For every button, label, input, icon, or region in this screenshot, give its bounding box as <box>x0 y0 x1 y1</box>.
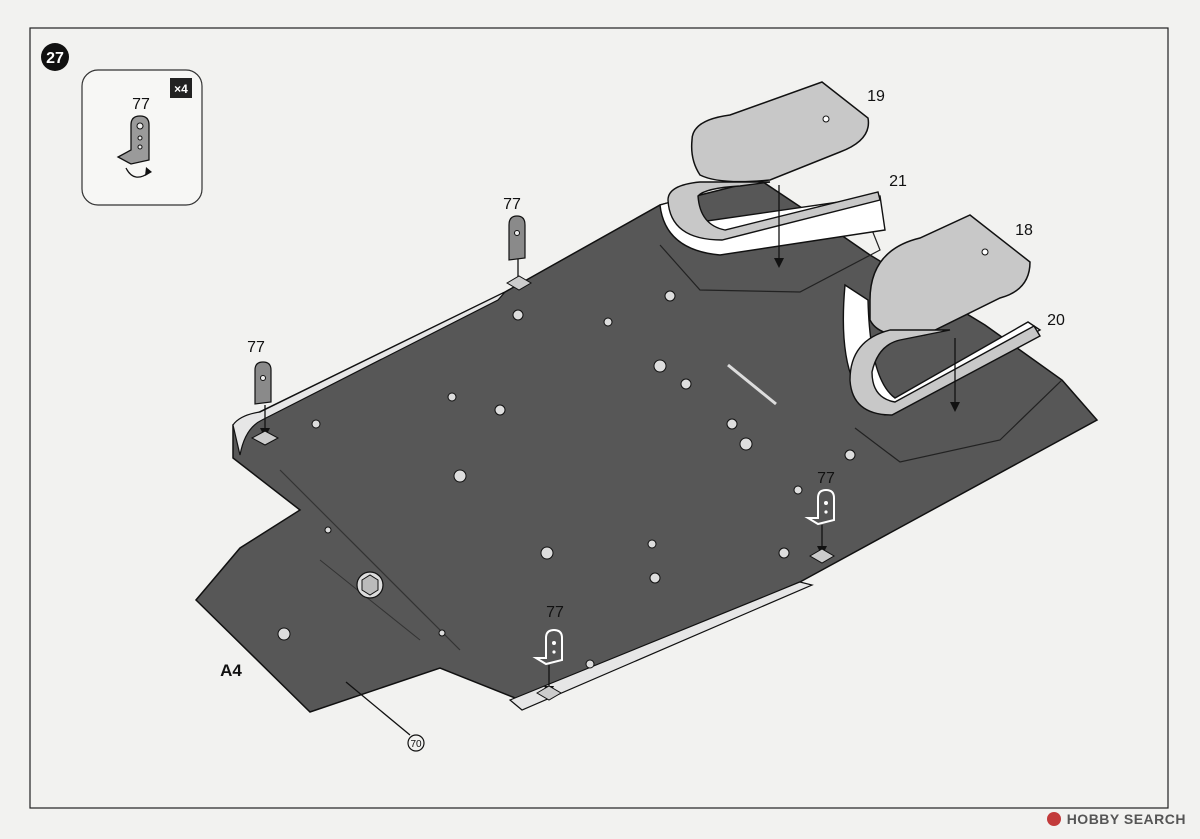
bracket-77-right <box>804 488 835 564</box>
bracket-77-bottom <box>532 628 563 701</box>
main-part-label: A4 <box>220 661 242 680</box>
bracket-77-left <box>250 361 280 446</box>
watermark: HOBBY SEARCH <box>1046 811 1186 827</box>
watermark-text: HOBBY SEARCH <box>1066 811 1186 827</box>
part-label-20: 20 <box>1047 312 1065 329</box>
part-label-77-bottom: 77 <box>546 604 564 621</box>
inset-part-number: 77 <box>132 96 150 113</box>
sub-label-number: 70 <box>410 739 422 750</box>
page-frame <box>29 27 1169 809</box>
part-label-77-left: 77 <box>247 339 265 356</box>
part-label-19: 19 <box>867 88 885 105</box>
inset-box: ×4 77 <box>81 69 203 206</box>
step-badge: 27 <box>41 43 69 71</box>
seat-rail-21 <box>667 181 881 241</box>
floor-studs <box>277 290 856 669</box>
step-number: 27 <box>46 50 64 67</box>
hex-nut <box>356 571 384 599</box>
bracket-77-top <box>506 215 532 291</box>
part-label-77-top: 77 <box>503 196 521 213</box>
arrow-head-icon <box>145 167 152 176</box>
part-label-18: 18 <box>1015 222 1033 239</box>
part-label-77-right: 77 <box>817 470 835 487</box>
bracket-icon <box>116 115 150 165</box>
seat-19 <box>690 81 870 183</box>
sub-label-badge: 70 <box>407 734 425 752</box>
part-label-21: 21 <box>889 173 907 190</box>
seat-rail-20 <box>849 325 1041 416</box>
hobby-search-logo-icon <box>1046 812 1061 826</box>
seat-18 <box>869 214 1031 337</box>
inset-quantity: ×4 <box>174 82 188 96</box>
